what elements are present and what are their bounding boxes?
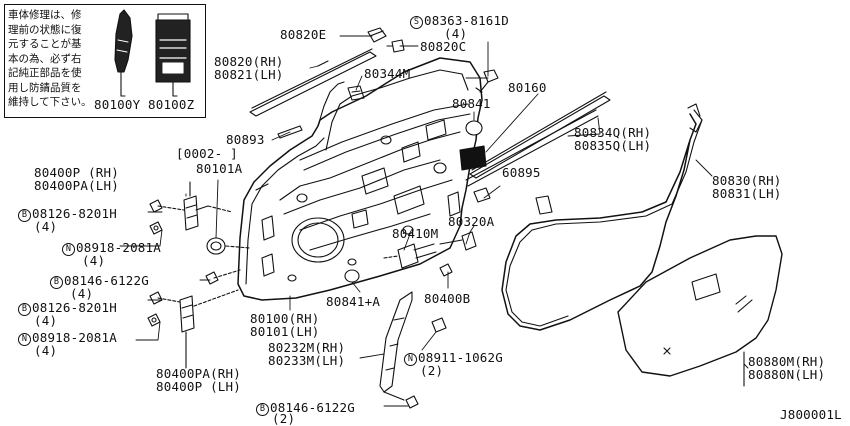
s-mark: S bbox=[410, 16, 423, 29]
bolt-80400b bbox=[439, 263, 453, 277]
label-80820e: 80820E bbox=[280, 27, 327, 42]
hinge-leader-lower bbox=[193, 289, 239, 307]
screw-08363 bbox=[475, 69, 499, 93]
label-80160: 80160 bbox=[508, 80, 547, 95]
diagram-reference: J800001L bbox=[780, 407, 842, 422]
label-80820rh: 80820(RH) bbox=[214, 54, 284, 69]
bolt-08126-lower bbox=[149, 291, 181, 305]
door-lock-80410m bbox=[383, 243, 437, 269]
leader-lines bbox=[119, 35, 749, 407]
label-80400p-lh: 80400P (LH) bbox=[156, 379, 241, 394]
bolt-08146-upper bbox=[205, 269, 241, 285]
outer-molding-80820 bbox=[249, 48, 377, 117]
label-80100rh: 80100(RH) bbox=[250, 311, 320, 326]
clip-80344m bbox=[347, 85, 365, 101]
window-regulator-80232m bbox=[379, 291, 413, 401]
clip-60895 bbox=[473, 187, 491, 203]
spray-can-icon bbox=[155, 13, 191, 97]
label-80893: 80893 bbox=[226, 132, 265, 147]
nut-08918-upper bbox=[149, 221, 163, 235]
label-08918-upper-qty: (4) bbox=[82, 253, 106, 268]
label-80880n: 80880N(LH) bbox=[748, 367, 826, 382]
door-glass-80880m bbox=[617, 235, 783, 387]
n-mark: N bbox=[62, 243, 75, 256]
weatherstrip-80160 bbox=[469, 91, 611, 179]
label-08146-lower-qty: (2) bbox=[272, 411, 296, 426]
label-80344m: 80344M bbox=[364, 66, 411, 81]
grommet-80101a bbox=[206, 237, 226, 255]
b-mark: B bbox=[18, 303, 31, 316]
pad-80841a bbox=[344, 269, 360, 283]
hinge-leader-upper bbox=[207, 205, 233, 213]
label-80831: 80831(LH) bbox=[712, 186, 782, 201]
b-mark: B bbox=[256, 403, 269, 416]
label-80100y: 80100Y bbox=[94, 97, 141, 112]
striker-80320a bbox=[439, 231, 477, 251]
b-mark: B bbox=[18, 209, 31, 222]
label-08146-upper-qty: (4) bbox=[70, 286, 94, 301]
weatherstrip-pad bbox=[535, 195, 553, 215]
label-80835q: 80835Q(LH) bbox=[574, 138, 652, 153]
nut-08918-lower bbox=[147, 313, 161, 327]
clip-80820c bbox=[386, 39, 405, 53]
label-60895: 60895 bbox=[502, 165, 541, 180]
label-80232m: 80232M(RH) bbox=[268, 340, 346, 355]
bolt-08146-lower bbox=[405, 395, 419, 409]
label-08911-qty: (2) bbox=[420, 363, 444, 378]
label-80830: 80830(RH) bbox=[712, 173, 782, 188]
nut-08911 bbox=[431, 317, 447, 333]
label-80101a: 80101A bbox=[196, 161, 243, 176]
clip-80820e bbox=[367, 27, 387, 43]
label-80400pa-rh: 80400PA(RH) bbox=[156, 366, 241, 381]
body-weatherstrip-80830 bbox=[501, 103, 703, 331]
repair-note-box bbox=[4, 4, 206, 118]
belt-molding-80834q bbox=[465, 109, 599, 187]
pad-80841 bbox=[465, 120, 483, 136]
label-80841a: 80841+A bbox=[326, 294, 381, 309]
lower-hinge-80400pa bbox=[179, 295, 195, 369]
b-mark: B bbox=[50, 276, 63, 289]
label-08126-upper-qty: (4) bbox=[34, 219, 58, 234]
label-80320a: 80320A bbox=[448, 214, 495, 229]
label-80834q: 80834Q(RH) bbox=[574, 125, 652, 140]
sealant-tube-icon bbox=[114, 9, 133, 97]
grommet-leader bbox=[225, 245, 251, 249]
label-80400b: 80400B bbox=[424, 291, 471, 306]
label-80880m: 80880M(RH) bbox=[748, 354, 826, 369]
label-80101lh: 80101(LH) bbox=[250, 324, 320, 339]
label-08918-lower-qty: (4) bbox=[34, 343, 58, 358]
upper-hinge-80400p bbox=[183, 181, 209, 231]
label-08363-qty: (4) bbox=[444, 26, 468, 41]
label-80410m: 80410M bbox=[392, 226, 439, 241]
repair-note-text: 車体修理は、修 理前の状態に復 元することが基 本の為、必ず右 記純正部品を使 … bbox=[8, 9, 92, 108]
label-08126-lower-qty: (4) bbox=[34, 313, 58, 328]
door-panel-80100 bbox=[237, 57, 483, 301]
label-80841: 80841 bbox=[452, 96, 491, 111]
label-80821lh: 80821(LH) bbox=[214, 67, 284, 82]
label-80100z: 80100Z bbox=[148, 97, 195, 112]
label-0002: [0002- ] bbox=[176, 146, 238, 161]
label-80233m: 80233M(LH) bbox=[268, 353, 346, 368]
bolt-08126-upper bbox=[149, 199, 185, 213]
n-mark: N bbox=[18, 333, 31, 346]
label-80400pa-lh: 80400PA(LH) bbox=[34, 178, 119, 193]
sealing-screen bbox=[459, 145, 487, 171]
label-80400p-rh: 80400P (RH) bbox=[34, 165, 119, 180]
label-80820c: 80820C bbox=[420, 39, 467, 54]
n-mark: N bbox=[404, 353, 417, 366]
